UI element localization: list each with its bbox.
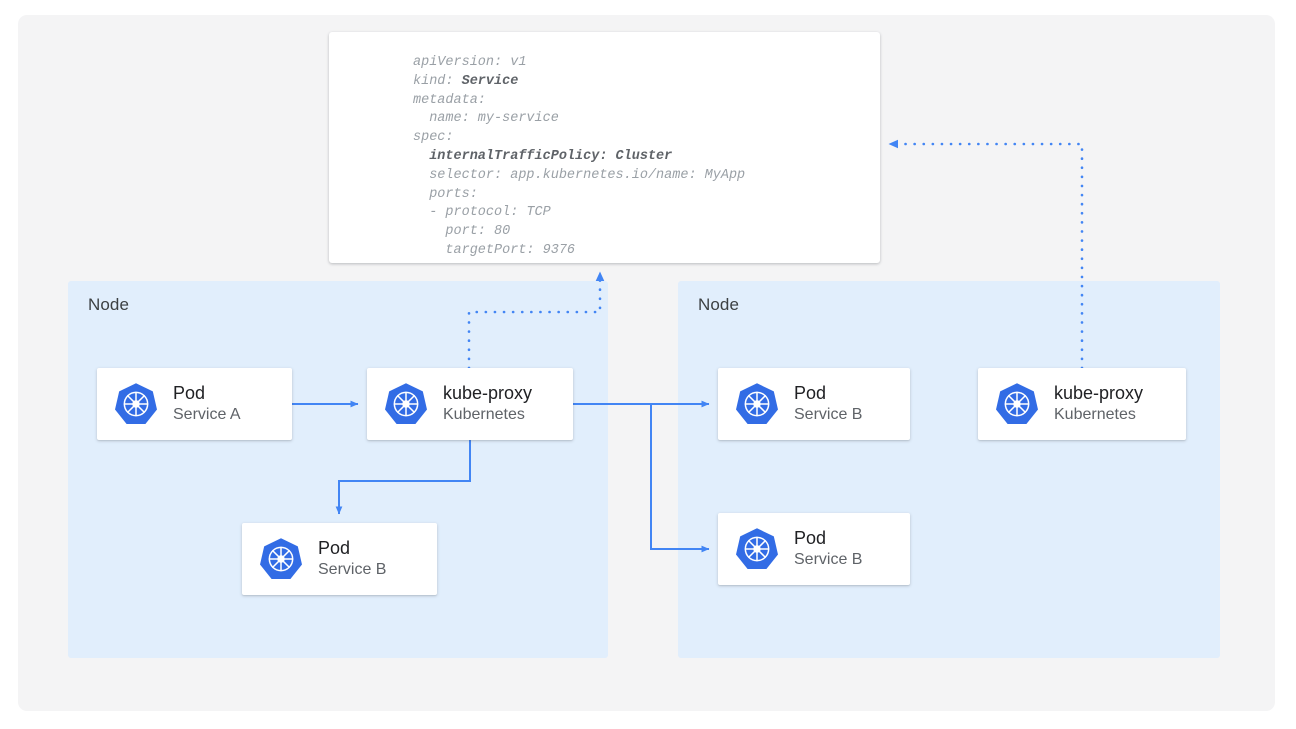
node-container-left: Node — [68, 281, 608, 658]
card-kube-proxy-left[interactable]: kube-proxy Kubernetes — [367, 368, 573, 440]
card-subtitle: Service B — [794, 405, 862, 425]
card-title: Pod — [794, 527, 862, 550]
card-subtitle: Kubernetes — [1054, 405, 1143, 425]
card-pod-service-b-local[interactable]: Pod Service B — [242, 523, 437, 595]
kubernetes-icon — [734, 381, 780, 427]
card-text: Pod Service B — [318, 537, 386, 581]
service-manifest-code: apiVersion: v1 kind: Service metadata: n… — [413, 54, 745, 261]
card-pod-service-b-remote-bottom[interactable]: Pod Service B — [718, 513, 910, 585]
card-text: Pod Service B — [794, 382, 862, 426]
card-title: kube-proxy — [443, 382, 532, 405]
card-pod-service-b-remote-top[interactable]: Pod Service B — [718, 368, 910, 440]
card-subtitle: Kubernetes — [443, 405, 532, 425]
node-container-right: Node — [678, 281, 1220, 658]
kubernetes-icon — [994, 381, 1040, 427]
kubernetes-icon — [258, 536, 304, 582]
service-manifest-box: apiVersion: v1 kind: Service metadata: n… — [329, 32, 880, 263]
card-kube-proxy-right[interactable]: kube-proxy Kubernetes — [978, 368, 1186, 440]
card-title: Pod — [794, 382, 862, 405]
card-subtitle: Service B — [794, 550, 862, 570]
node-label-left: Node — [88, 295, 129, 315]
card-text: kube-proxy Kubernetes — [1054, 382, 1143, 426]
card-text: Pod Service B — [794, 527, 862, 571]
kubernetes-icon — [734, 526, 780, 572]
card-pod-service-a[interactable]: Pod Service A — [97, 368, 292, 440]
card-text: Pod Service A — [173, 382, 241, 426]
kubernetes-icon — [113, 381, 159, 427]
card-title: Pod — [318, 537, 386, 560]
card-title: Pod — [173, 382, 241, 405]
card-title: kube-proxy — [1054, 382, 1143, 405]
node-label-right: Node — [698, 295, 739, 315]
card-subtitle: Service A — [173, 405, 241, 425]
card-subtitle: Service B — [318, 560, 386, 580]
card-text: kube-proxy Kubernetes — [443, 382, 532, 426]
kubernetes-icon — [383, 381, 429, 427]
